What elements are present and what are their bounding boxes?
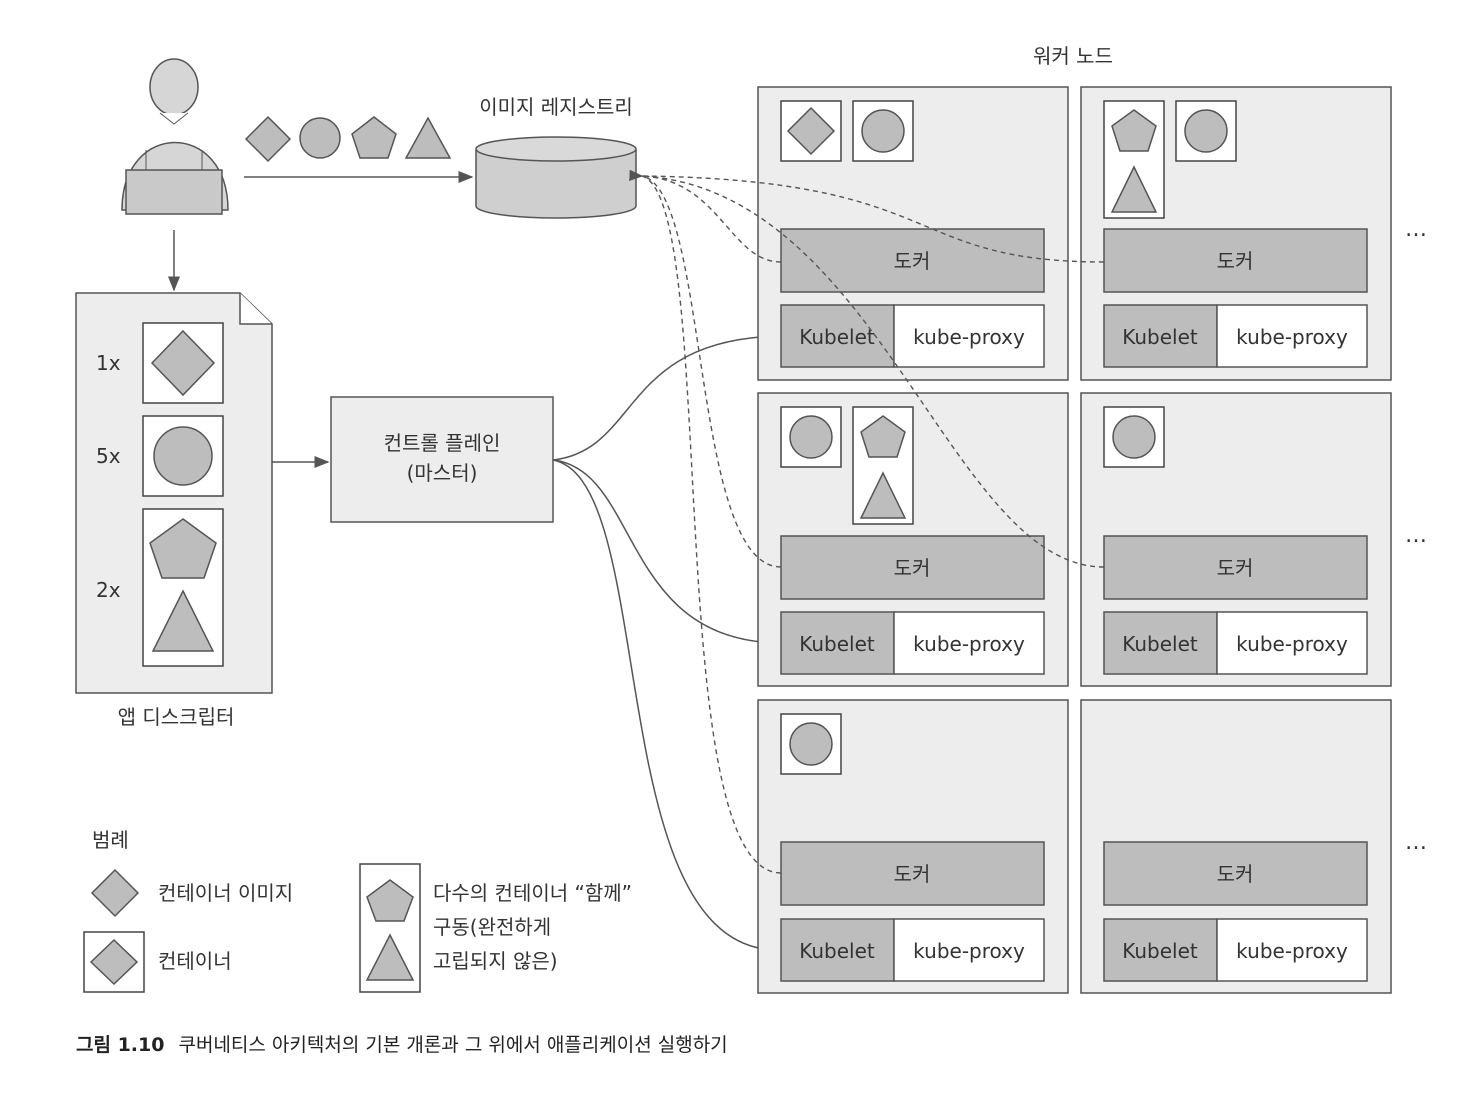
pentagon-icon: [366, 879, 414, 922]
circle-icon: [789, 415, 833, 459]
image-shapes-row: [244, 115, 452, 163]
app-descriptor: [75, 292, 273, 694]
replica-count-2: 5x: [96, 444, 121, 468]
control-plane-title: 컨트롤 플레인: [384, 431, 501, 455]
legend-container-image: 컨테이너 이미지: [158, 881, 293, 905]
replica-count-1: 1x: [96, 351, 121, 375]
legend-title: 범례: [92, 828, 129, 852]
pentagon-icon: [351, 116, 397, 159]
diamond-icon: [786, 106, 836, 156]
figure-caption-text: 쿠버네티스 아키텍처의 기본 개론과 그 위에서 애플리케이션 실행하기: [178, 1034, 728, 1056]
legend-multi-line1: 다수의 컨테이너 “함께”: [433, 881, 632, 905]
kubelet-label: Kubelet: [1122, 939, 1198, 963]
figure-caption: 그림 1.10 쿠버네티스 아키텍처의 기본 개론과 그 위에서 애플리케이션 실…: [76, 1030, 728, 1057]
triangle-icon: [365, 933, 415, 981]
kubelet-label: Kubelet: [1122, 632, 1198, 656]
circle-icon: [1112, 415, 1156, 459]
kubelet-label: Kubelet: [799, 632, 875, 656]
kubelet-label: Kubelet: [799, 939, 875, 963]
pentagon-icon: [149, 518, 217, 579]
app-descriptor-label: 앱 디스크립터: [118, 705, 235, 729]
kube-proxy-label: kube-proxy: [913, 325, 1025, 349]
image-registry: [475, 136, 637, 219]
triangle-icon: [859, 471, 907, 519]
docker-label: 도커: [1217, 249, 1254, 273]
kube-proxy-label: kube-proxy: [913, 632, 1025, 656]
legend-multi-line2: 구동(완전하게: [433, 915, 551, 939]
circle-icon: [789, 722, 833, 766]
kubelet-label: Kubelet: [799, 325, 875, 349]
docker-label: 도커: [1217, 862, 1254, 886]
control-plane: [330, 396, 554, 523]
triangle-icon: [404, 116, 452, 159]
docker-bars: [780, 228, 1368, 906]
registry-label: 이미지 레지스트리: [479, 95, 633, 119]
docker-label: 도커: [1217, 556, 1254, 580]
kube-proxy-label: kube-proxy: [1236, 325, 1348, 349]
triangle-icon: [151, 589, 215, 652]
kubelet-boxes: [780, 304, 1368, 982]
kubelet-label: Kubelet: [1122, 325, 1198, 349]
pentagon-icon: [1111, 109, 1157, 152]
more-nodes-ellipsis: …: [1405, 217, 1427, 242]
docker-label: 도커: [894, 249, 931, 273]
circle-icon: [1184, 109, 1228, 153]
legend-container: 컨테이너: [158, 949, 232, 973]
circle-icon: [153, 426, 213, 486]
diamond-icon: [244, 115, 292, 163]
triangle-icon: [1110, 165, 1158, 213]
developer-icon: [121, 58, 229, 215]
more-nodes-ellipsis: …: [1405, 523, 1427, 548]
diamond-icon: [90, 868, 140, 918]
kube-proxy-label: kube-proxy: [1236, 632, 1348, 656]
kube-proxy-label: kube-proxy: [1236, 939, 1348, 963]
more-nodes-ellipsis: …: [1405, 830, 1427, 855]
diamond-icon: [89, 938, 139, 986]
control-arrows: [552, 330, 780, 956]
image-pull-lines: [629, 169, 1105, 874]
pentagon-icon: [860, 415, 906, 458]
node-containers: [780, 100, 1237, 775]
control-plane-subtitle: (마스터): [407, 461, 478, 485]
legend-multi-line3: 고립되지 않은): [433, 949, 558, 973]
replica-count-3: 2x: [96, 578, 121, 602]
circle-icon: [861, 109, 905, 153]
figure-number: 그림 1.10: [76, 1034, 165, 1056]
docker-label: 도커: [894, 862, 931, 886]
worker-nodes-title: 워커 노드: [1033, 44, 1113, 68]
diamond-icon: [150, 329, 216, 397]
kube-proxy-label: kube-proxy: [913, 939, 1025, 963]
circle-icon: [299, 117, 341, 159]
docker-label: 도커: [894, 556, 931, 580]
